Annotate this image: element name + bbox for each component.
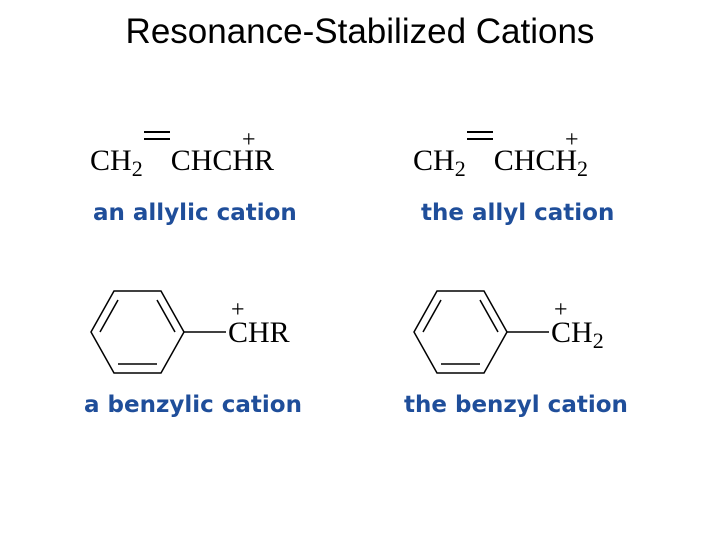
allyl-ch2b-subscript: 2 [577,156,589,181]
benzylic-benzene-ring-icon [90,290,226,374]
benzyl-ch-text: CH [551,316,593,349]
allyl-double-bond [466,131,494,176]
benzylic-positive-charge: + [231,297,245,323]
benzylic-cation-label: a benzylic cation [84,392,302,418]
allylic-ch2-subscript: 2 [131,156,143,181]
benzyl-positive-charge: + [554,297,568,323]
benzyl-cation-label: the benzyl cation [404,392,628,418]
allylic-positive-charge: + [242,127,256,153]
allyl-positive-charge: + [565,127,579,153]
allylic-ch2: CH [90,144,132,177]
allylic-double-bond [143,131,171,176]
allyl-ch2-subscript: 2 [454,156,466,181]
allyl-cation-formula: CH2 CHCH2 [413,131,588,180]
benzylic-chr-group: CHR [228,318,290,348]
benzyl-benzene-ring-icon [413,290,549,374]
allylic-cation-formula: CH2 CHCHR [90,131,275,180]
allyl-ch2: CH [413,144,455,177]
benzyl-ch2-group: CH2 [551,316,604,352]
allyl-cation-label: the allyl cation [421,200,615,226]
allylic-chchr: CHCHR [170,144,275,177]
slide-title: Resonance-Stabilized Cations [125,12,595,51]
benzylic-chr-text: CHR [228,316,290,349]
allyl-chch: CHCH [493,144,578,177]
benzyl-ch2-subscript: 2 [592,328,604,353]
allylic-cation-label: an allylic cation [93,200,297,226]
